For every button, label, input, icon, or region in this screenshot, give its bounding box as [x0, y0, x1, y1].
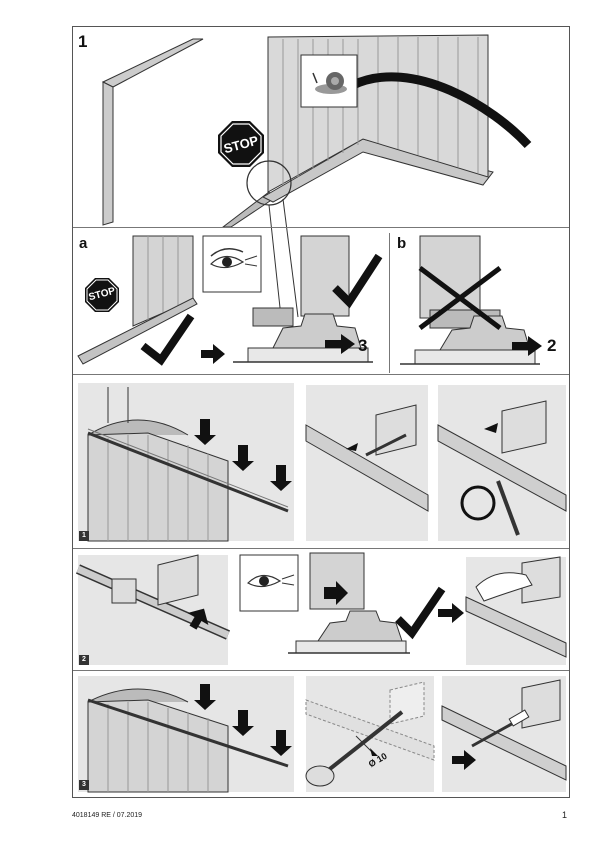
- divider: [73, 548, 569, 549]
- goto-step-3: 3: [358, 336, 368, 355]
- divider: [73, 227, 569, 228]
- stop-sign-small-icon: [85, 278, 119, 312]
- drill-icon: [324, 710, 404, 774]
- step-2-number: 2: [79, 655, 89, 665]
- step-3-illustration-b: [305, 681, 435, 787]
- section-1a-illustration: [77, 235, 383, 366]
- step-1-illustration-c: [437, 400, 567, 536]
- section-1-label: 1: [78, 32, 88, 51]
- divider: [389, 233, 390, 373]
- step-1-number: 1: [79, 531, 89, 541]
- step-1-illustration-b: [305, 404, 429, 512]
- step-3-illustration-c: [441, 679, 567, 781]
- goto-step-2: 2: [547, 336, 557, 355]
- step-3-number: 3: [79, 780, 89, 790]
- sub-a-label: a: [79, 235, 88, 252]
- step-3-illustration-a: [87, 684, 292, 793]
- section-1-illustration: [101, 34, 532, 318]
- step-2-illustration-c: [465, 556, 567, 658]
- instruction-frame: [72, 26, 570, 798]
- document-code: 4018149 RE / 07.2019: [72, 812, 143, 819]
- page-number: 1: [562, 810, 568, 820]
- step-2-illustration-a: [75, 554, 231, 640]
- section-1b-illustration: [400, 235, 542, 365]
- stop-sign-icon: [218, 121, 264, 167]
- divider: [73, 670, 569, 671]
- step-2-illustration-b: [239, 552, 464, 654]
- step-1-illustration-a: [87, 387, 292, 542]
- divider: [73, 374, 569, 375]
- sub-b-label: b: [397, 235, 407, 252]
